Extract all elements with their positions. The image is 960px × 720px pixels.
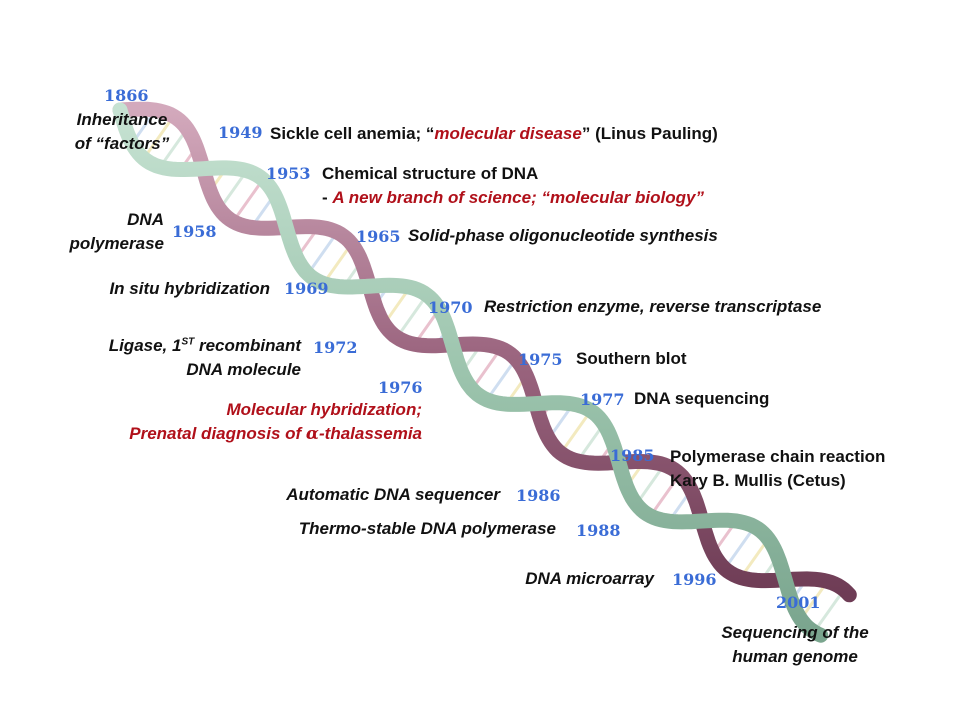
- event-1977: DNA sequencing: [634, 389, 770, 408]
- event-1949-text-end: ” (Linus Pauling): [581, 124, 718, 143]
- event-1976-text-end: -thalassemia: [319, 424, 422, 443]
- base-pair-rung: [649, 473, 682, 517]
- year-1969: 1969: [284, 279, 329, 298]
- event-2001-line2: human genome: [732, 647, 858, 666]
- base-pair-rung: [559, 409, 593, 454]
- event-1866: Inheritance of “factors”: [52, 108, 192, 156]
- base-pair-rung: [635, 463, 666, 506]
- event-1953: Chemical structure of DNA - A new branch…: [322, 162, 704, 210]
- event-1866-line2: of “factors”: [74, 134, 170, 153]
- event-1949: Sickle cell anemia; “molecular disease” …: [270, 122, 718, 146]
- event-1972-text: Ligase, 1: [108, 336, 182, 355]
- event-1965: Solid-phase oligonucleotide synthesis: [408, 226, 718, 245]
- year-2001: 2001: [776, 593, 821, 612]
- alpha-symbol: α: [305, 424, 319, 444]
- event-1976-text: Prenatal diagnosis of: [129, 424, 306, 443]
- event-1988: Thermo-stable DNA polymerase: [298, 519, 556, 538]
- year-1972: 1972: [313, 338, 358, 357]
- event-1972-line2: DNA molecule: [186, 360, 301, 379]
- dna-strand-green: [112, 102, 829, 643]
- year-1977: 1977: [580, 390, 625, 409]
- year-1965: 1965: [356, 227, 401, 246]
- event-1972-text-end: recombinant: [194, 336, 301, 355]
- year-1949: 1949: [218, 123, 263, 142]
- event-1958: DNA polymerase: [20, 208, 165, 256]
- event-1986: Automatic DNA sequencer: [286, 485, 500, 504]
- event-1953-dash: -: [322, 188, 333, 207]
- event-1866-line1: Inheritance: [76, 110, 168, 129]
- event-2001-line1: Sequencing of the: [721, 623, 869, 642]
- event-1949-highlight: molecular disease: [434, 124, 582, 143]
- year-1958: 1958: [172, 222, 217, 241]
- year-1866: 1866: [104, 86, 149, 105]
- event-1949-text: Sickle cell anemia; “: [270, 124, 435, 143]
- year-1985: 1985: [610, 446, 655, 465]
- event-1969: In situ hybridization: [109, 279, 270, 298]
- event-1958-line1: DNA: [127, 210, 164, 229]
- event-1972: Ligase, 1ST recombinant DNA molecule: [20, 334, 301, 382]
- dna-strand-pink: [112, 101, 857, 603]
- event-1953-highlight: A new branch of science; “molecular biol…: [332, 188, 704, 207]
- base-pair-rung: [231, 178, 265, 223]
- event-1972-superscript: ST: [181, 336, 195, 348]
- base-pair-rung: [812, 588, 846, 633]
- event-1958-line2: polymerase: [69, 234, 165, 253]
- base-pair-rung: [322, 242, 353, 285]
- event-1975: Southern blot: [576, 349, 687, 368]
- base-pair-rung: [306, 231, 339, 275]
- base-pair-rung: [395, 294, 429, 339]
- event-1985: Polymerase chain reaction Kary B. Mullis…: [670, 445, 885, 493]
- year-1988: 1988: [576, 521, 621, 540]
- event-1985-line2: Kary B. Mullis (Cetus): [670, 471, 846, 490]
- year-1976: 1976: [378, 378, 423, 397]
- year-1986: 1986: [516, 486, 561, 505]
- event-1985-line1: Polymerase chain reaction: [670, 447, 886, 466]
- year-1953: 1953: [266, 164, 311, 183]
- year-1996: 1996: [672, 570, 717, 589]
- base-pair-rung: [470, 347, 503, 391]
- event-1976: Molecular hybridization; Prenatal diagno…: [20, 398, 422, 446]
- event-1976-line1: Molecular hybridization;: [226, 400, 422, 419]
- event-2001: Sequencing of the human genome: [690, 621, 900, 669]
- base-pair-rung: [142, 115, 175, 160]
- base-pair-rung: [723, 525, 756, 570]
- year-1975: 1975: [518, 350, 563, 369]
- year-1970: 1970: [428, 298, 473, 317]
- event-1970: Restriction enzyme, reverse transcriptas…: [484, 297, 822, 316]
- event-1996: DNA microarray: [525, 569, 654, 588]
- event-1953-line1: Chemical structure of DNA: [322, 164, 539, 183]
- base-pair-rung: [485, 358, 518, 401]
